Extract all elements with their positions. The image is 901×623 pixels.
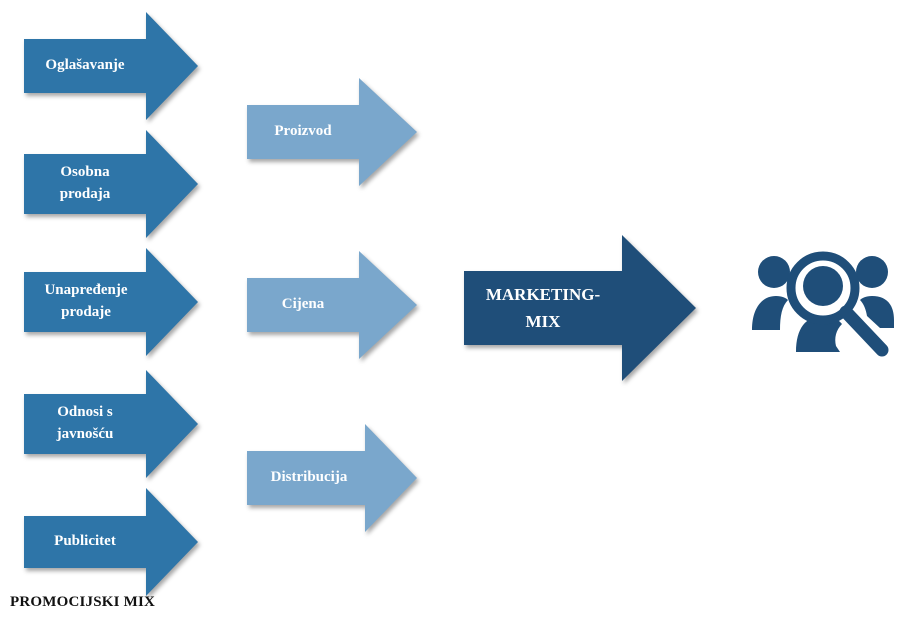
- arrow-shape: [24, 370, 198, 478]
- promotional-mix-label: PROMOCIJSKI MIX: [10, 594, 156, 610]
- mix-label-distribution: Distribucija: [270, 469, 348, 486]
- arrow-shape: [24, 130, 198, 238]
- promo-arrow-publicity: Publicitet: [24, 488, 198, 596]
- promo-arrow-personal-selling: Osobna prodaja: [24, 130, 198, 238]
- mix-label-product: Proizvod: [274, 123, 332, 140]
- promo-label-sales-promotion: Unapređenje prodaje: [44, 282, 128, 320]
- arrow-shape: [247, 424, 417, 532]
- mix-arrow-price: Cijena: [247, 251, 417, 359]
- arrow-shape: [464, 235, 696, 381]
- mix-label-price: Cijena: [281, 296, 325, 313]
- promo-label-personal-selling: Osobna prodaja: [59, 164, 111, 202]
- arrow-shape: [24, 488, 198, 596]
- audience-search-icon: [752, 251, 894, 357]
- promo-arrow-sales-promotion: Unapređenje prodaje: [24, 248, 198, 356]
- arrow-shape: [24, 248, 198, 356]
- promo-label-advertising: Oglašavanje: [45, 57, 125, 74]
- arrow-shape: [247, 251, 417, 359]
- arrow-shape: [24, 12, 198, 120]
- mix-arrow-distribution: Distribucija: [247, 424, 417, 532]
- promo-arrow-public-relations: Odnosi s javnošću: [24, 370, 198, 478]
- mix-arrow-product: Proizvod: [247, 78, 417, 186]
- promo-label-publicity: Publicitet: [54, 533, 116, 550]
- marketing-mix-label: MARKETING- MIX: [485, 284, 601, 331]
- marketing-mix-arrow: MARKETING- MIX: [464, 235, 696, 381]
- arrow-shape: [247, 78, 417, 186]
- promo-label-public-relations: Odnosi s javnošću: [56, 404, 114, 442]
- promo-arrow-advertising: Oglašavanje: [24, 12, 198, 120]
